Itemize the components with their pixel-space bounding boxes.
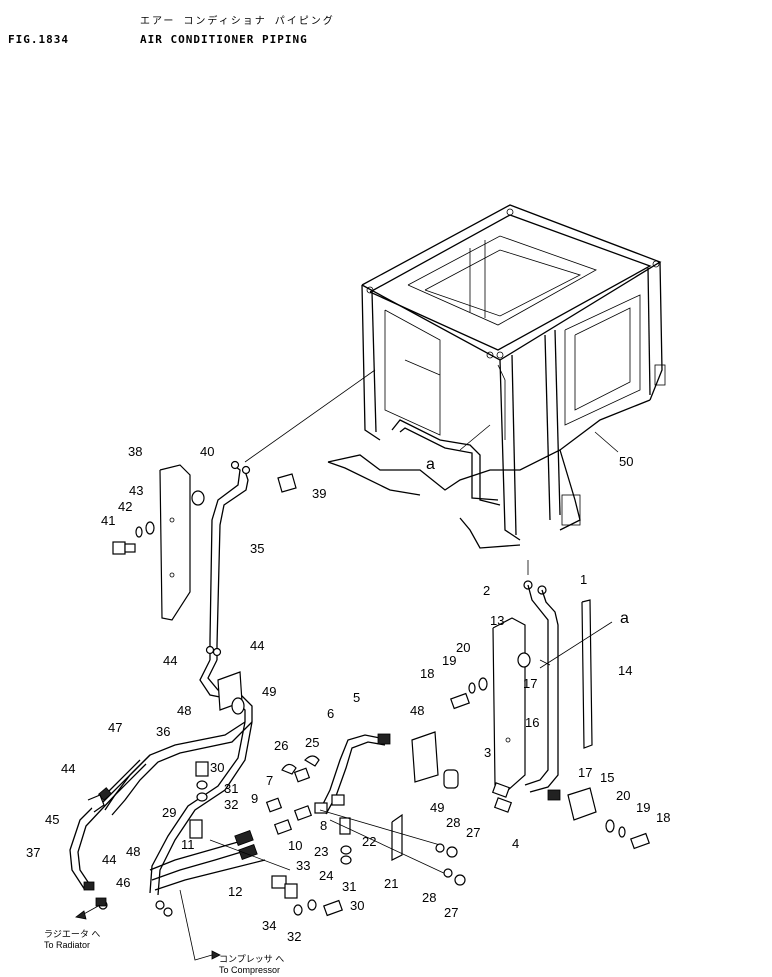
callout-1: 1 bbox=[580, 572, 587, 587]
callout-28b: 28 bbox=[422, 890, 436, 905]
callout-17b: 17 bbox=[578, 765, 592, 780]
hoses-36-37 bbox=[69, 721, 253, 896]
callout-29: 29 bbox=[162, 805, 176, 820]
callout-30b: 30 bbox=[350, 898, 364, 913]
note-compressor-jp: コンプレッサ へ bbox=[219, 954, 284, 964]
callout-44d: 44 bbox=[102, 852, 116, 867]
callout-22: 22 bbox=[362, 834, 376, 849]
callout-3: 3 bbox=[484, 745, 491, 760]
pipes-1-2 bbox=[523, 560, 559, 793]
callout-5: 5 bbox=[353, 690, 360, 705]
callout-36: 36 bbox=[156, 724, 170, 739]
callout-19a: 19 bbox=[442, 653, 456, 668]
cab-frame bbox=[327, 204, 666, 549]
callout-21: 21 bbox=[384, 876, 398, 891]
callout-9: 9 bbox=[251, 791, 258, 806]
callout-labels: 1 2 3 4 5 6 7 8 9 10 11 12 13 14 15 16 1… bbox=[26, 444, 670, 944]
lower-fittings bbox=[95, 819, 266, 917]
callout-16: 16 bbox=[525, 715, 539, 730]
callout-48a: 48 bbox=[177, 703, 191, 718]
callout-17a: 17 bbox=[523, 676, 537, 691]
callout-49b: 49 bbox=[430, 800, 444, 815]
note-compressor-en: To Compressor bbox=[219, 965, 280, 975]
callout-18a: 18 bbox=[420, 666, 434, 681]
callout-31a: 31 bbox=[224, 781, 238, 796]
callout-20b: 20 bbox=[616, 788, 630, 803]
callout-18b: 18 bbox=[656, 810, 670, 825]
callout-19b: 19 bbox=[636, 800, 650, 815]
callout-30a: 30 bbox=[210, 760, 224, 775]
callout-35: 35 bbox=[250, 541, 264, 556]
callout-27b: 27 bbox=[444, 905, 458, 920]
callout-2: 2 bbox=[483, 583, 490, 598]
callout-28a: 28 bbox=[446, 815, 460, 830]
callout-10: 10 bbox=[288, 838, 302, 853]
callout-15: 15 bbox=[600, 770, 614, 785]
callout-47: 47 bbox=[108, 720, 122, 735]
callout-a-cab: a bbox=[426, 456, 435, 473]
callout-27a: 27 bbox=[466, 825, 480, 840]
callout-49a: 49 bbox=[262, 684, 276, 699]
callout-11: 11 bbox=[181, 837, 195, 852]
title-english: AIR CONDITIONER PIPING bbox=[140, 33, 308, 46]
figure-number: FIG.1834 bbox=[8, 33, 69, 46]
center-couplings bbox=[265, 733, 403, 865]
callout-50: 50 bbox=[619, 454, 633, 469]
callout-4: 4 bbox=[512, 836, 519, 851]
callout-37: 37 bbox=[26, 845, 40, 860]
note-radiator-en: To Radiator bbox=[44, 940, 90, 950]
callout-23: 23 bbox=[314, 844, 328, 859]
callout-7: 7 bbox=[266, 773, 273, 788]
callout-6: 6 bbox=[327, 706, 334, 721]
pipe-35 bbox=[199, 369, 376, 722]
callout-14: 14 bbox=[618, 663, 632, 678]
callout-12: 12 bbox=[228, 884, 242, 899]
callout-42: 42 bbox=[118, 499, 132, 514]
callout-48b: 48 bbox=[410, 703, 424, 718]
callout-31b: 31 bbox=[342, 879, 356, 894]
callout-43: 43 bbox=[129, 483, 143, 498]
callout-24: 24 bbox=[319, 868, 333, 883]
callout-44b: 44 bbox=[250, 638, 264, 653]
callout-8: 8 bbox=[320, 818, 327, 833]
callout-32a: 32 bbox=[224, 797, 238, 812]
figure-header: FIG.1834 エアー コンディショナ パイピング AIR CONDITION… bbox=[0, 0, 772, 60]
callout-48c: 48 bbox=[126, 844, 140, 859]
title-japanese: エアー コンディショナ パイピング bbox=[140, 16, 335, 27]
callout-45: 45 bbox=[45, 812, 59, 827]
bracket-38 bbox=[159, 464, 191, 621]
callout-39: 39 bbox=[312, 486, 326, 501]
callout-41: 41 bbox=[101, 513, 115, 528]
callout-40: 40 bbox=[200, 444, 214, 459]
callout-a-right: a bbox=[620, 610, 629, 627]
callout-32b: 32 bbox=[287, 929, 301, 944]
callout-34: 34 bbox=[262, 918, 276, 933]
callout-20a: 20 bbox=[456, 640, 470, 655]
callout-44c: 44 bbox=[61, 761, 75, 776]
callout-38: 38 bbox=[128, 444, 142, 459]
callout-25: 25 bbox=[305, 735, 319, 750]
callout-26: 26 bbox=[274, 738, 288, 753]
callout-46: 46 bbox=[116, 875, 130, 890]
callout-13: 13 bbox=[490, 613, 504, 628]
callout-44a: 44 bbox=[163, 653, 177, 668]
callout-33: 33 bbox=[296, 858, 310, 873]
note-radiator-jp: ラジエータ へ bbox=[44, 929, 100, 939]
